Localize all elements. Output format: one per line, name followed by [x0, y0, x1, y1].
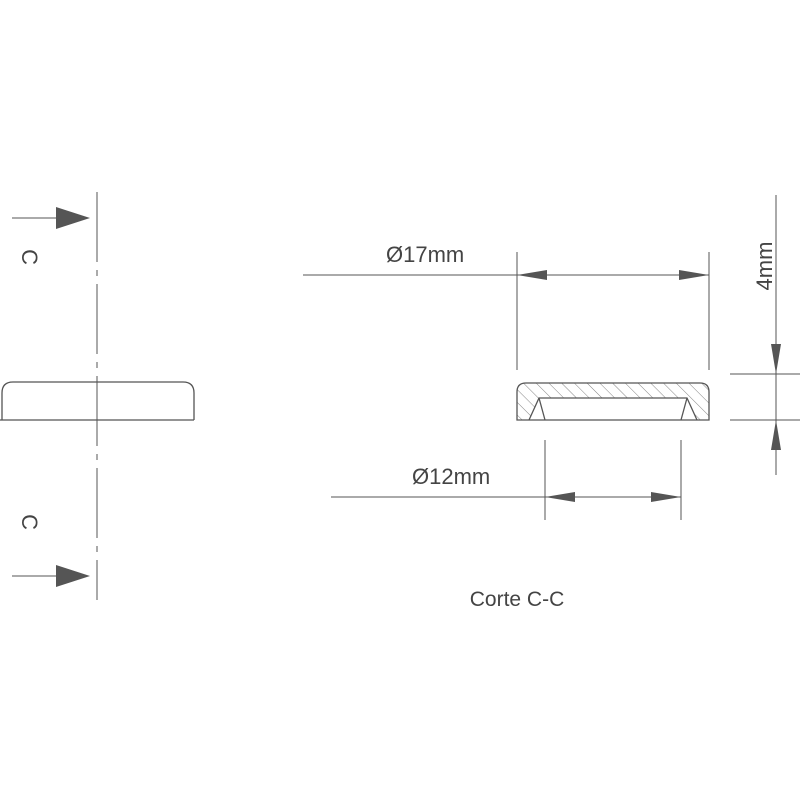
dimension-inner-diameter [331, 440, 682, 520]
section-hatch [517, 383, 709, 420]
outer-diameter-label: Ø17mm [386, 242, 464, 267]
section-arrow-bottom [12, 565, 90, 587]
section-view [516, 382, 710, 421]
section-caption: Corte C-C [470, 588, 565, 611]
height-label: 4mm [752, 242, 777, 291]
dimension-outer-diameter [303, 252, 710, 370]
section-mark-bottom: C [17, 514, 42, 530]
side-view [0, 192, 195, 600]
section-outline [516, 382, 710, 421]
dimension-height [730, 195, 800, 475]
section-arrow-top [12, 207, 90, 229]
section-recess [528, 397, 698, 421]
part-side-outline [1, 381, 195, 420]
section-mark-top: C [17, 249, 42, 265]
inner-diameter-label: Ø12mm [412, 464, 490, 489]
